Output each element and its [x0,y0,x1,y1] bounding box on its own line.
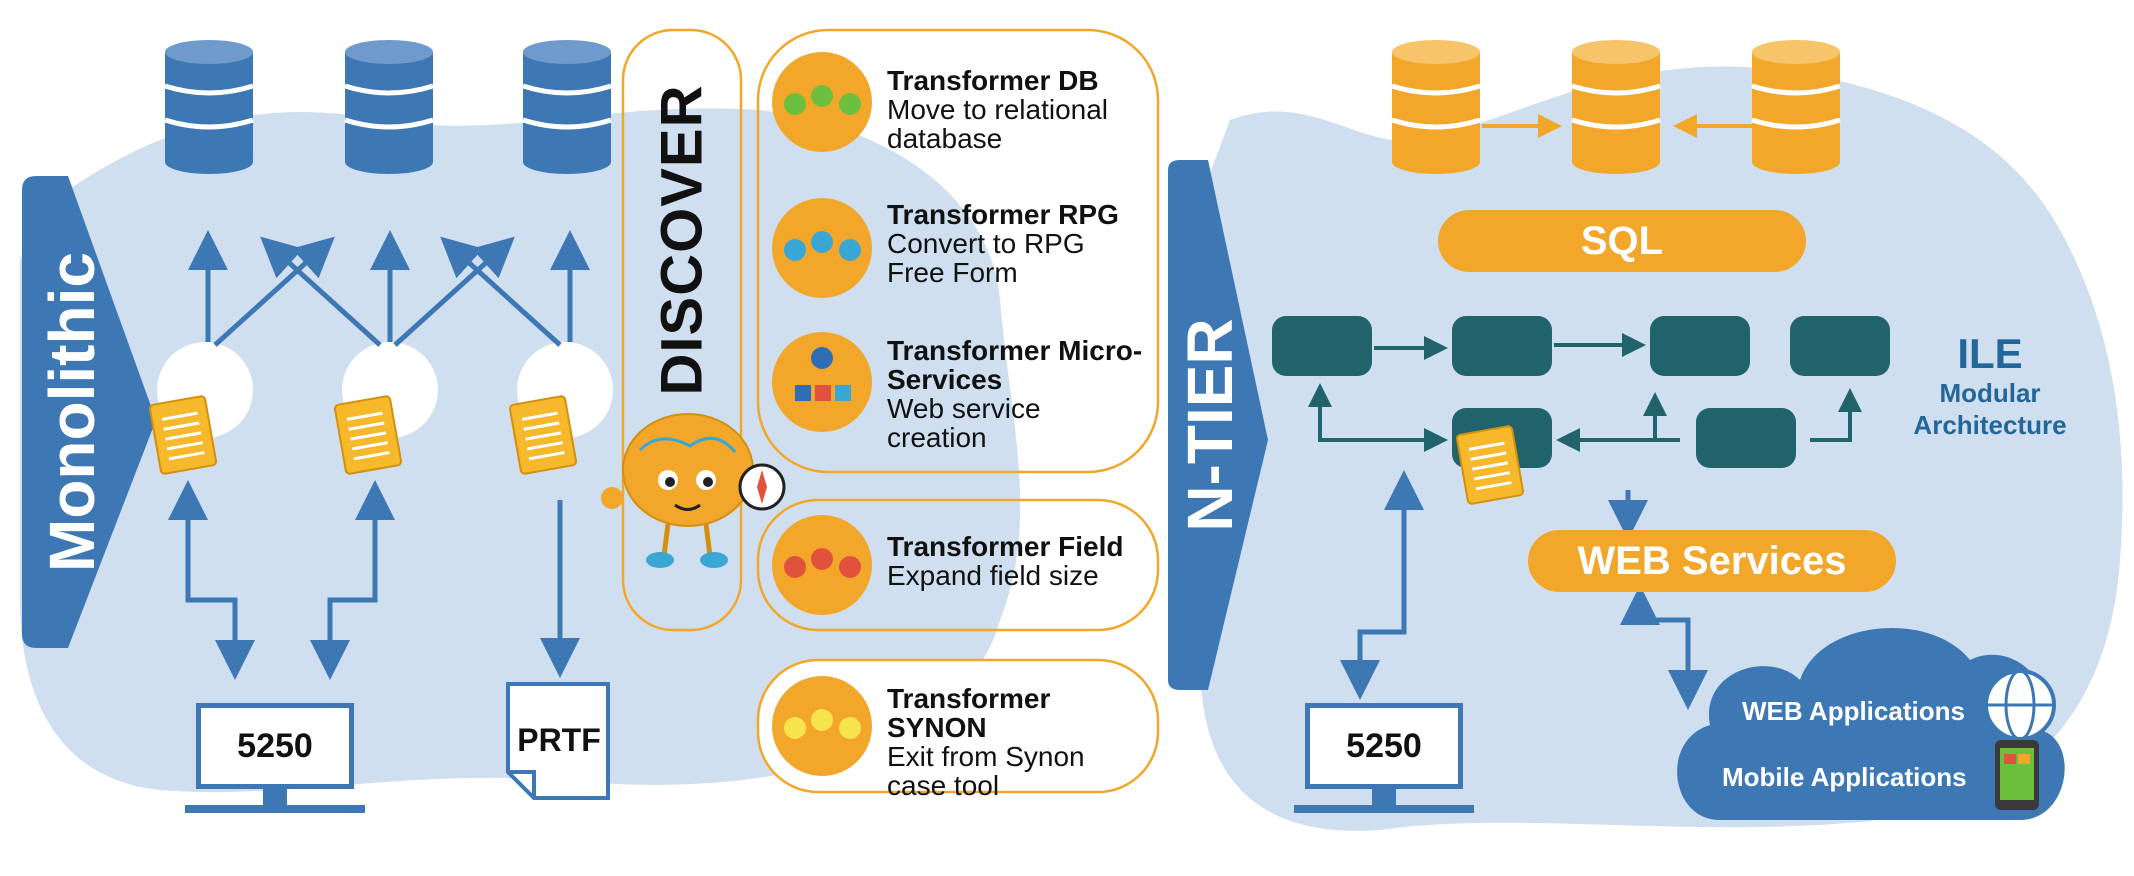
cloud-shape [1677,627,2065,820]
mobile-applications-label: Mobile Applications [1722,762,1967,792]
ntier-label: N-TIER [1174,318,1246,532]
monolithic-label: Monolithic [36,252,108,572]
transformer-db-desc: Move to relational database [887,94,1109,154]
transformer-synon-desc: Exit from Synon case tool [887,741,1085,801]
ile-title: ILE [1957,330,2023,377]
sql-pill: SQL [1438,210,1806,272]
prtf-label: PRTF [517,722,601,758]
transformer-synon: Transformer SYNON Exit from Synon case t… [887,684,1147,800]
ile-line1: Modular [1939,378,2041,408]
transformer-microservices-desc: Web service creation [887,393,1041,453]
transformer-synon-title: Transformer SYNON [887,683,1051,743]
transformer-rpg: Transformer RPG Convert to RPG Free Form [887,200,1147,287]
right-terminal-5250: 5250 [1305,703,1463,789]
left-terminal-5250: 5250 [196,703,354,789]
web-applications-label: WEB Applications [1742,696,1965,726]
transformer-db: Transformer DB Move to relational databa… [887,66,1147,153]
transformer-field-desc: Expand field size [887,560,1099,591]
transformer-rpg-desc: Convert to RPG Free Form [887,228,1085,288]
ile-line2: Architecture [1913,410,2067,440]
transformer-field-title: Transformer Field [887,531,1124,562]
transformer-field: Transformer Field Expand field size [887,532,1147,590]
web-services-pill: WEB Services [1528,530,1896,592]
transformer-rpg-title: Transformer RPG [887,199,1119,230]
transformer-db-title: Transformer DB [887,65,1099,96]
transformer-microservices-title: Transformer Micro-Services [887,335,1143,395]
transformer-microservices: Transformer Micro-Services Web service c… [887,336,1147,452]
discover-label: DISCOVER [649,84,715,396]
